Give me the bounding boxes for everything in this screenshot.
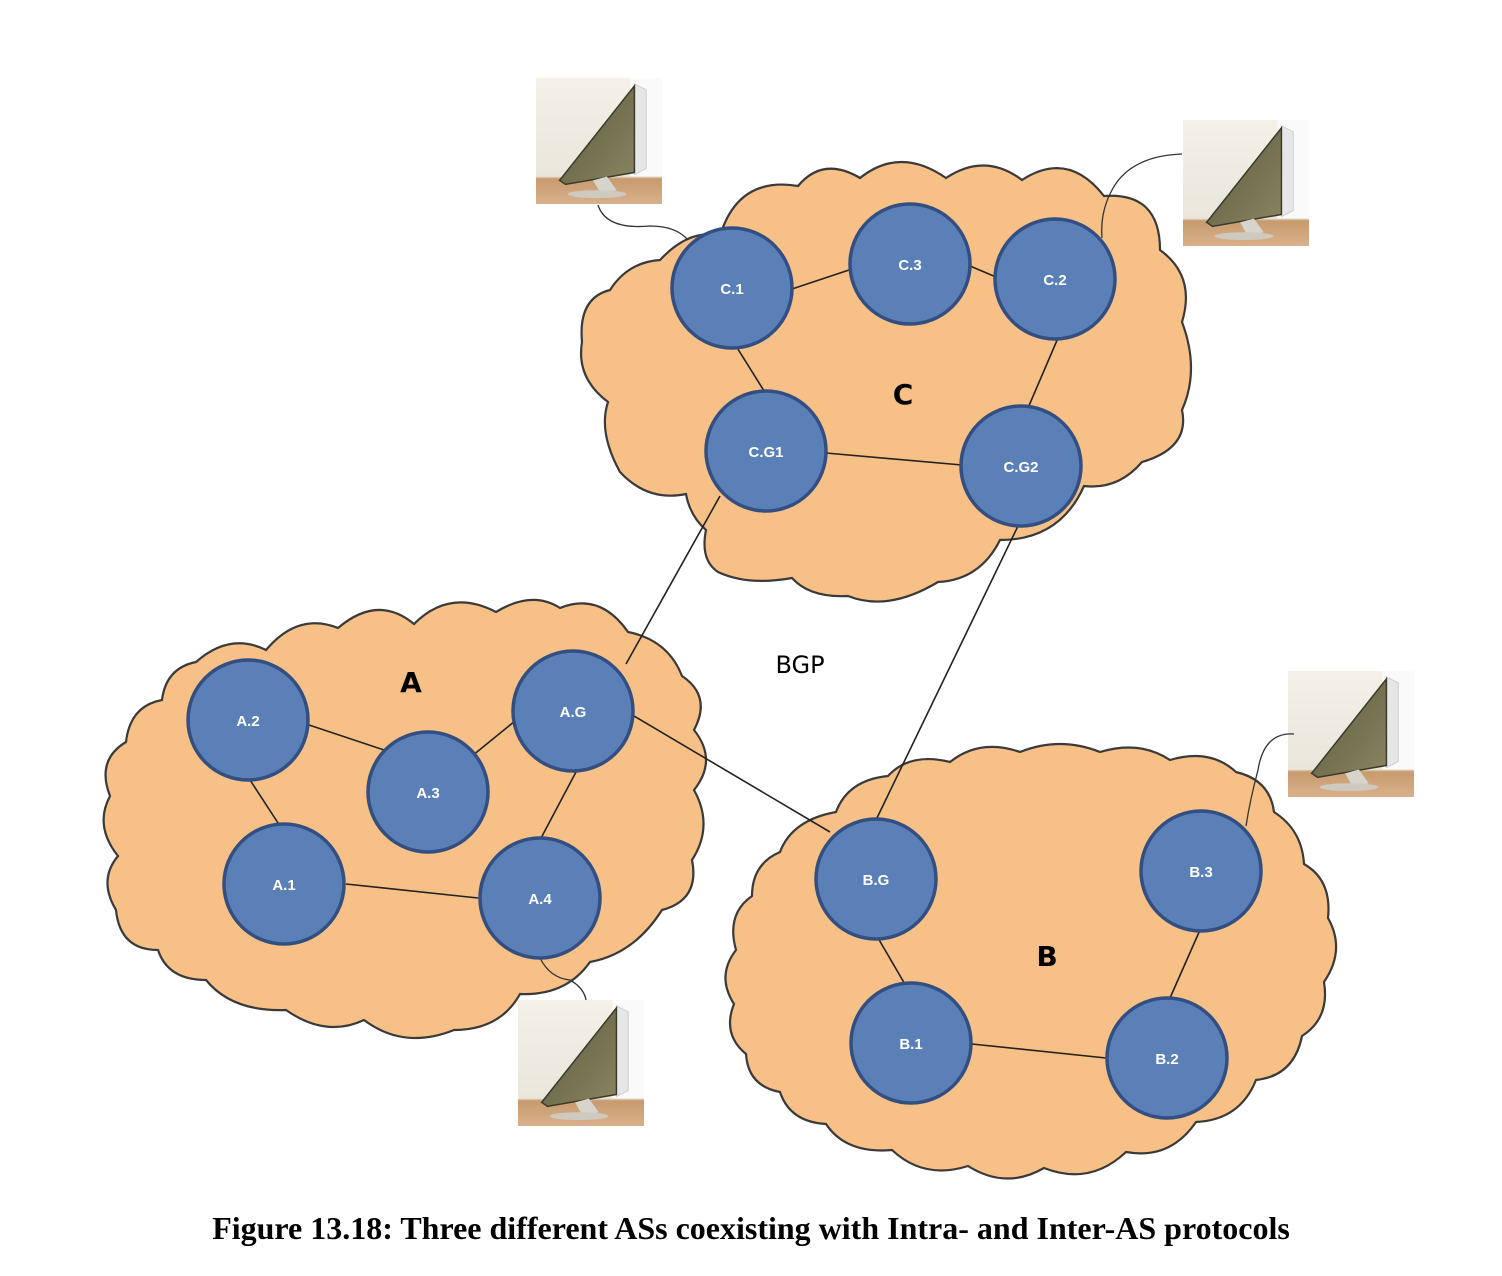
router-label: A.4 [528,891,552,908]
host-computer-c1 [536,78,662,204]
link-a2-a1 [249,779,281,827]
router-a3[interactable]: A.3 [366,730,490,854]
link-b3-b2 [1169,929,1201,999]
as-label-b: B [1036,940,1057,973]
router-b2[interactable]: B.2 [1105,996,1229,1120]
bgp-label: BGP [775,651,824,679]
link-a2-a3 [305,723,385,751]
router-label: B.G [863,872,890,889]
link-ag-a4 [539,771,577,841]
host-cable-c2 [1101,153,1183,239]
figure-caption: Figure 13.18: Three different ASs coexis… [212,1210,1290,1246]
bgp-link-ag-bg [633,715,831,833]
link-c1-c3 [791,268,853,290]
router-b3[interactable]: B.3 [1139,809,1263,933]
host-cable-a4 [539,957,587,1001]
as-label-a: A [400,666,422,699]
network-diagram: C A B BGP C.1 C.3 C.2 C.G1 C.G2 A.2 A.3 … [102,78,1414,1180]
bgp-link-cg1-ag [625,495,721,665]
cloud-as-b [724,742,1338,1180]
link-b1-b2 [971,1043,1107,1059]
router-a4[interactable]: A.4 [478,836,602,960]
router-label: A.3 [416,785,439,802]
bgp-link-cg2-bg [875,525,1019,821]
router-c1[interactable]: C.1 [670,226,794,350]
host-cable-b3 [1245,733,1295,827]
router-c2[interactable]: C.2 [993,217,1117,341]
host-computer-c2 [1182,120,1310,246]
router-label: A.2 [236,713,259,730]
inter-as-links [625,495,1019,833]
router-label: B.3 [1189,864,1212,881]
router-a1[interactable]: A.1 [222,822,346,946]
host-cable-c1 [597,204,689,241]
router-c3[interactable]: C.3 [848,202,972,326]
router-label: B.1 [899,1036,922,1053]
router-label: C.1 [720,281,743,298]
router-b1[interactable]: B.1 [849,981,973,1105]
router-cg1[interactable]: C.G1 [704,389,828,513]
link-a1-a4 [345,883,479,899]
link-c1-cg1 [735,345,767,395]
router-label: A.1 [272,877,295,894]
link-cg1-cg2 [825,452,963,466]
link-bg-b1 [877,937,907,987]
intra-as-links [249,265,1201,1059]
link-c3-c2 [969,265,997,278]
router-a2[interactable]: A.2 [186,658,310,782]
router-bg[interactable]: B.G [814,817,938,941]
link-c2-cg2 [1027,337,1059,409]
router-label: C.2 [1043,272,1066,289]
router-label: C.3 [898,257,921,274]
host-computer-b3 [1288,670,1414,798]
router-label: B.2 [1155,1051,1178,1068]
router-label: A.G [560,704,587,721]
router-ag[interactable]: A.G [511,649,635,773]
router-label: C.G2 [1003,459,1038,476]
host-computer-a4 [518,1000,644,1126]
as-label-c: C [893,378,914,411]
router-cg2[interactable]: C.G2 [959,404,1083,528]
router-label: C.G1 [748,444,783,461]
